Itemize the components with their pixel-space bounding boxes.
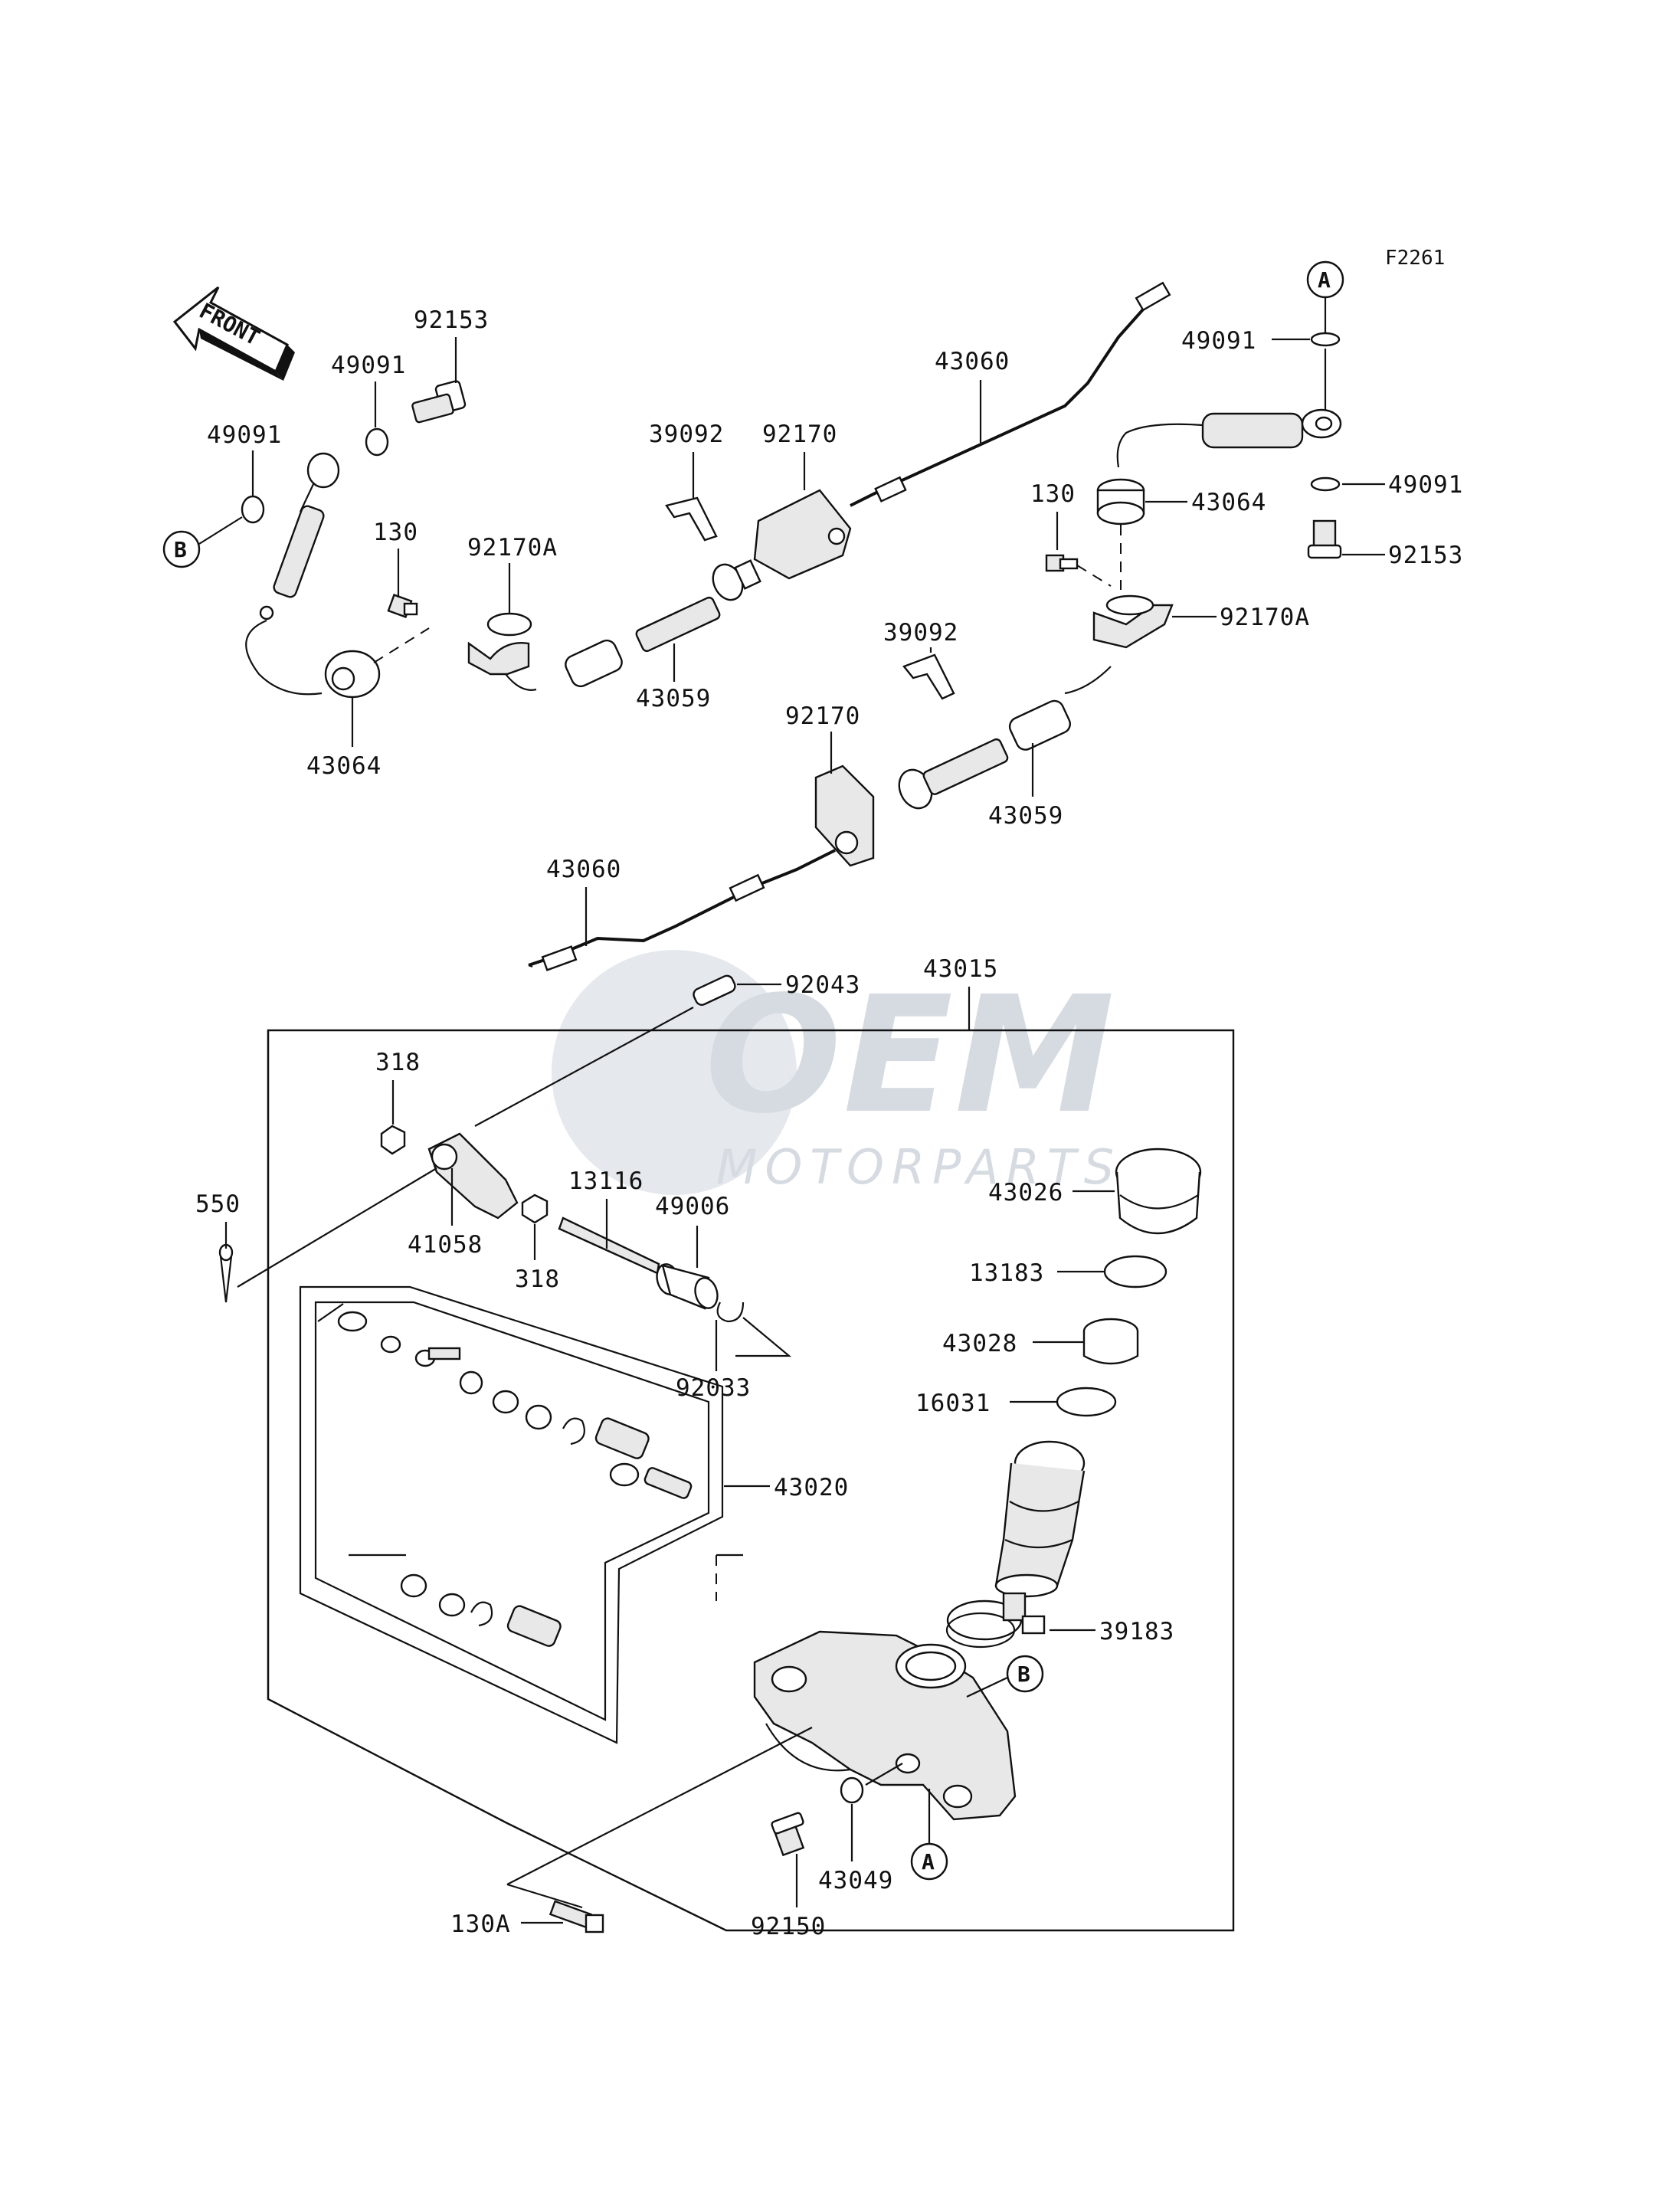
- figure-code: F2261: [1385, 247, 1445, 270]
- label-43064-left: 43064: [306, 752, 382, 780]
- watermark: OEM MOTORPARTS: [552, 950, 1122, 1195]
- label-43020: 43020: [774, 1474, 849, 1501]
- callout-a-cyl: A: [910, 1842, 948, 1881]
- clip-39092-left: [665, 496, 718, 542]
- label-92170A-right: 92170A: [1220, 604, 1310, 631]
- callout-b-left: B: [162, 530, 201, 568]
- master-cylinder-body: [753, 1630, 1017, 1821]
- label-49091-right-upper: 49091: [1181, 327, 1256, 355]
- label-13116: 13116: [568, 1167, 644, 1195]
- callout-a-top: A: [1306, 260, 1344, 299]
- label-318-upper: 318: [375, 1049, 421, 1076]
- bolt-130-left: [387, 594, 418, 618]
- label-130A: 130A: [450, 1911, 511, 1938]
- label-39092-left: 39092: [649, 421, 724, 448]
- bolt-92150: [771, 1812, 805, 1857]
- callout-b-cyl-label: B: [1017, 1662, 1030, 1687]
- plate-13183: [1103, 1255, 1167, 1288]
- watermark-globe-icon: [552, 950, 797, 1195]
- float-16031: [1056, 1387, 1117, 1417]
- washer-49091-right-upper: [1310, 332, 1341, 347]
- label-130-right: 130: [1030, 480, 1076, 508]
- label-43026: 43026: [988, 1179, 1063, 1207]
- cable-end-43059-left: [565, 559, 761, 688]
- callout-b-left-label: B: [174, 537, 187, 562]
- label-39183: 39183: [1099, 1618, 1174, 1645]
- label-92150: 92150: [751, 1913, 826, 1940]
- clamp-92170A-left: [467, 612, 532, 676]
- label-550: 550: [195, 1190, 241, 1218]
- callout-a-cyl-label: A: [922, 1849, 935, 1874]
- label-41058: 41058: [408, 1231, 483, 1259]
- label-92170-upper: 92170: [762, 421, 837, 448]
- label-92043: 92043: [785, 971, 860, 999]
- label-43060-upper: 43060: [935, 348, 1010, 375]
- watermark-sub-text: MOTORPARTS: [716, 1139, 1122, 1195]
- label-39092-right: 39092: [883, 619, 958, 647]
- label-92170A-left: 92170A: [467, 534, 558, 562]
- label-16031: 16031: [915, 1390, 991, 1417]
- nut-318-lower: [521, 1193, 549, 1224]
- master-cylinder-frame: [267, 1029, 1235, 1932]
- label-43015: 43015: [923, 955, 998, 983]
- bolt-92153-left: [411, 380, 467, 424]
- label-92170-lower: 92170: [785, 702, 860, 730]
- clamp-92170A-right: [1092, 594, 1174, 649]
- label-43064-right: 43064: [1191, 489, 1266, 516]
- snap-ring-92033: [716, 1302, 745, 1323]
- label-49091-right-lower: 49091: [1388, 471, 1463, 499]
- cable-end-43059-right: [898, 699, 1071, 810]
- clevis-41058: [427, 1132, 519, 1220]
- label-49091-left-upper: 49091: [331, 352, 406, 379]
- label-13183: 13183: [969, 1259, 1044, 1287]
- label-92153-left: 92153: [414, 306, 489, 334]
- piston-kit-43020: [299, 1285, 743, 1744]
- bracket-92170-upper: [753, 489, 852, 580]
- hose-clamp-39183: [945, 1592, 1046, 1649]
- label-43028: 43028: [942, 1330, 1017, 1357]
- hose-line-right: [1116, 423, 1204, 468]
- reservoir-cap-43026: [1115, 1148, 1202, 1235]
- label-92153-right: 92153: [1388, 542, 1463, 569]
- label-43049: 43049: [818, 1867, 893, 1894]
- bolt-130-right: [1045, 554, 1079, 572]
- front-arrow-icon: FRONT: [172, 286, 295, 381]
- hose-fitting-left: [259, 452, 340, 620]
- brake-line-43060-lower: [528, 849, 836, 971]
- gasket-43049: [840, 1776, 864, 1804]
- hose-fitting-right: [1201, 408, 1342, 449]
- bolt-130A: [549, 1900, 604, 1933]
- brake-line-43060-upper: [850, 281, 1171, 507]
- grommet-43064-right: [1096, 478, 1145, 526]
- label-318-lower: 318: [515, 1265, 560, 1293]
- washer-49091-right-lower: [1310, 476, 1341, 492]
- bracket-92170-lower: [814, 765, 875, 867]
- label-43059-left: 43059: [636, 685, 711, 712]
- bolt-92153-right: [1307, 519, 1342, 559]
- cotter-pin-550: [218, 1243, 234, 1303]
- watermark-logo-text: OEM: [705, 961, 1116, 1149]
- boot-49006: [656, 1263, 719, 1310]
- diaphragm-43028: [1082, 1318, 1139, 1365]
- grommet-43064-left: [324, 650, 381, 699]
- pin-92043: [693, 974, 736, 1006]
- washer-49091-upper: [365, 427, 389, 457]
- push-rod-13116: [558, 1216, 660, 1275]
- clip-39092-right: [902, 653, 955, 700]
- label-43059-right: 43059: [988, 802, 1063, 830]
- callout-a-top-label: A: [1318, 267, 1331, 293]
- label-92033: 92033: [676, 1374, 751, 1402]
- label-49006: 49006: [655, 1193, 730, 1220]
- hose-line-left: [245, 619, 323, 696]
- washer-49091-lower: [241, 495, 265, 524]
- label-49091-left-lower: 49091: [207, 421, 282, 449]
- label-43060-lower: 43060: [546, 856, 621, 883]
- label-130-left: 130: [373, 519, 418, 546]
- reservoir-body: [994, 1440, 1086, 1598]
- nut-318-upper: [380, 1125, 406, 1155]
- callout-b-cyl: B: [1006, 1655, 1044, 1693]
